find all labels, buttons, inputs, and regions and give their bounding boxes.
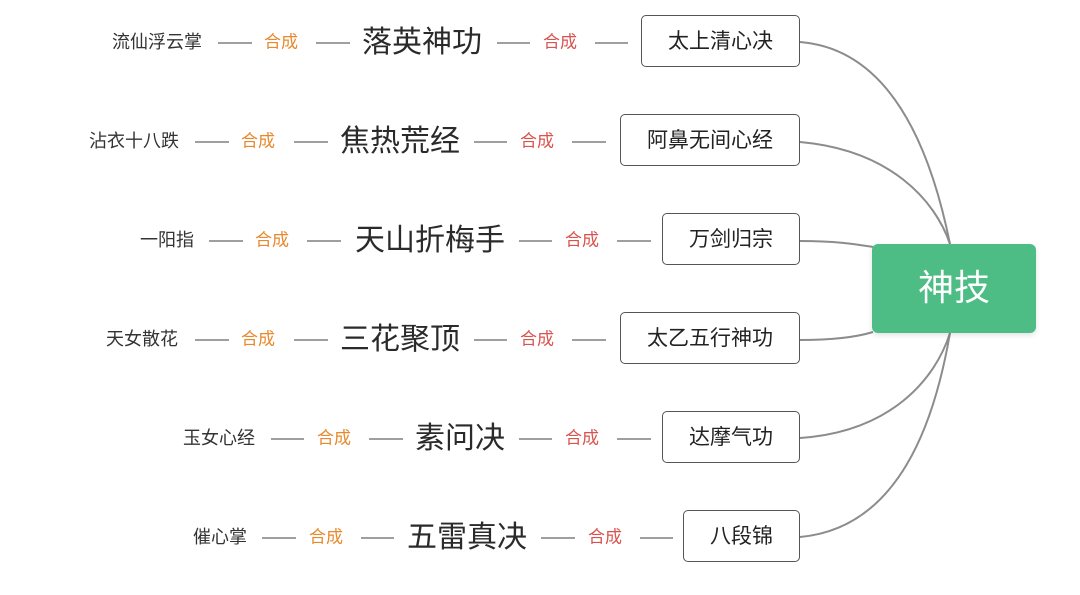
synth-label-first: 合成 xyxy=(241,329,275,350)
final-skill-box[interactable]: 达摩气功 xyxy=(662,411,800,463)
final-skill-box[interactable]: 万剑归宗 xyxy=(662,213,800,265)
connector-curve-6 xyxy=(799,332,951,538)
connector-curve-5 xyxy=(799,332,951,439)
intermediate-skill[interactable]: 五雷真决 xyxy=(407,520,527,555)
skill-row-4: 天女散花 合成 三花聚顶 合成 太乙五行神功 xyxy=(0,310,1080,370)
final-skill-box[interactable]: 太乙五行神功 xyxy=(620,312,800,364)
intermediate-skill[interactable]: 落英神功 xyxy=(362,25,482,60)
connector-curves xyxy=(799,41,951,538)
connector-curve-1 xyxy=(799,41,951,245)
synth-label-second: 合成 xyxy=(565,230,599,251)
root-node[interactable]: 神技 xyxy=(872,244,1036,333)
final-skill-box[interactable]: 阿鼻无间心经 xyxy=(620,114,800,166)
synth-label-second: 合成 xyxy=(520,329,554,350)
synth-label-second: 合成 xyxy=(543,32,577,53)
skill-row-1: 流仙浮云掌 合成 落英神功 合成 太上清心决 xyxy=(0,13,1080,73)
skill-row-3: 一阳指 合成 天山折梅手 合成 万剑归宗 xyxy=(0,211,1080,271)
base-skill[interactable]: 玉女心经 xyxy=(183,428,255,449)
base-skill[interactable]: 天女散花 xyxy=(106,329,178,350)
skill-row-6: 催心掌 合成 五雷真决 合成 八段锦 xyxy=(0,508,1080,568)
connector-curve-4 xyxy=(799,331,874,341)
intermediate-skill[interactable]: 三花聚顶 xyxy=(340,322,460,357)
synth-label-first: 合成 xyxy=(309,527,343,548)
intermediate-skill[interactable]: 素问决 xyxy=(415,421,505,456)
skill-row-5: 玉女心经 合成 素问决 合成 达摩气功 xyxy=(0,409,1080,469)
synth-label-first: 合成 xyxy=(317,428,351,449)
base-skill[interactable]: 沾衣十八跌 xyxy=(89,131,179,152)
intermediate-skill[interactable]: 焦热荒经 xyxy=(340,124,460,159)
connector-curve-3 xyxy=(799,240,874,248)
connector-curve-2 xyxy=(799,141,951,245)
synth-label-first: 合成 xyxy=(241,131,275,152)
intermediate-skill[interactable]: 天山折梅手 xyxy=(355,223,505,258)
synth-label-second: 合成 xyxy=(588,527,622,548)
final-skill-box[interactable]: 太上清心决 xyxy=(641,15,800,67)
synth-label-second: 合成 xyxy=(565,428,599,449)
synth-label-second: 合成 xyxy=(520,131,554,152)
base-skill[interactable]: 一阳指 xyxy=(140,230,194,251)
synth-label-first: 合成 xyxy=(264,32,298,53)
synth-label-first: 合成 xyxy=(255,230,289,251)
final-skill-box[interactable]: 八段锦 xyxy=(683,510,800,562)
skill-row-2: 沾衣十八跌 合成 焦热荒经 合成 阿鼻无间心经 xyxy=(0,112,1080,172)
base-skill[interactable]: 催心掌 xyxy=(193,527,247,548)
base-skill[interactable]: 流仙浮云掌 xyxy=(112,32,202,53)
